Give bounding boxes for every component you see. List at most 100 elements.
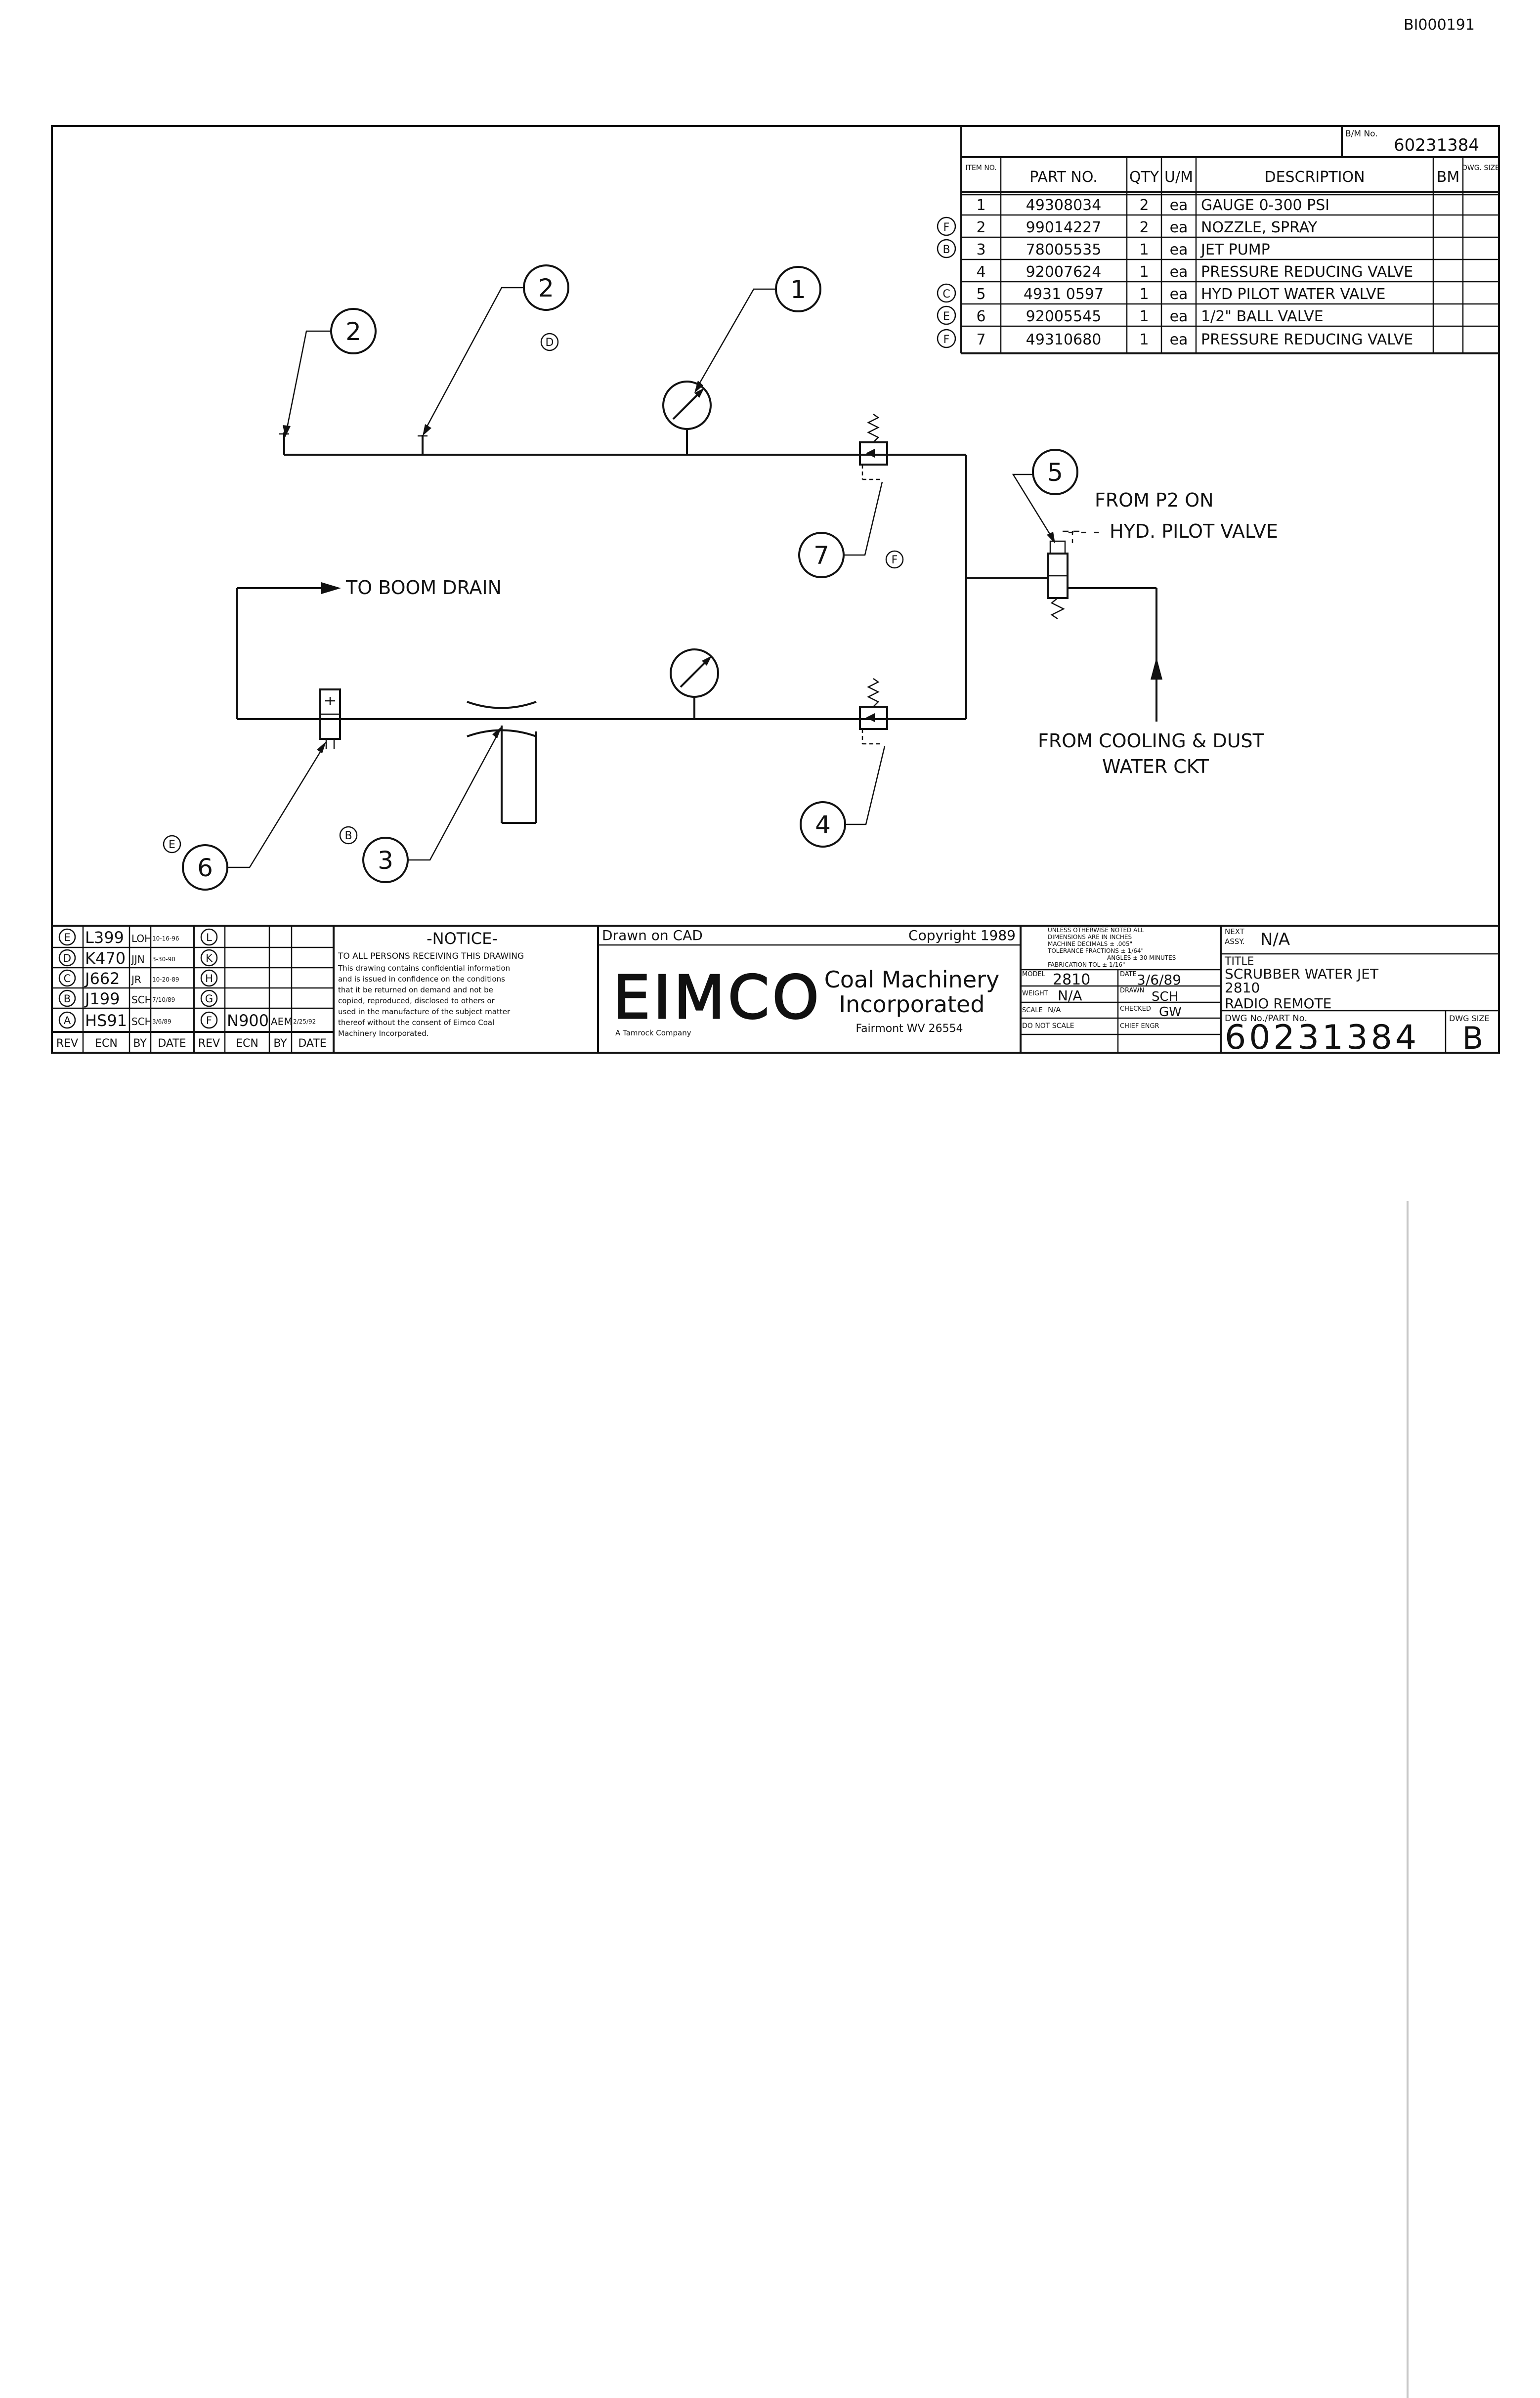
table-row-qty: 1 bbox=[1139, 331, 1149, 348]
header-item-no: ITEM NO. bbox=[965, 164, 996, 172]
company-block: Drawn on CAD Copyright 1989 EIMCO A Tamr… bbox=[598, 926, 1022, 1053]
table-row-desc: JET PUMP bbox=[1200, 241, 1270, 258]
rev-letter: B bbox=[64, 993, 71, 1005]
drawing-border bbox=[51, 125, 1500, 1054]
spray-nozzle-icon bbox=[279, 432, 289, 455]
tolerance-line: FABRICATION TOL ± 1/16" bbox=[1048, 961, 1125, 968]
bom-label: B/M No. bbox=[1345, 129, 1378, 139]
weight-label: WEIGHT bbox=[1022, 990, 1048, 997]
rev-by: SCH bbox=[131, 994, 152, 1006]
checked-value: GW bbox=[1159, 1005, 1182, 1020]
notice-line: and is issued in confidence on the condi… bbox=[338, 975, 505, 984]
dwg-no-label: DWG No./PART No. bbox=[1225, 1013, 1307, 1024]
next-assy-label: NEXT bbox=[1225, 927, 1245, 936]
drawn-value: SCH bbox=[1152, 989, 1178, 1004]
title-block: E L399 LOH 10-16-96 D K470 JJN 3-30-90 C… bbox=[52, 925, 1499, 1057]
weight-value: N/A bbox=[1058, 987, 1082, 1004]
title-area: NEXT ASSY. N/A TITLE SCRUBBER WATER JET … bbox=[1221, 927, 1499, 1057]
rev-date: 3/6/89 bbox=[152, 1018, 171, 1025]
drawn-on-cad: Drawn on CAD bbox=[602, 927, 703, 943]
callout-number: 6 bbox=[197, 854, 213, 882]
table-row-part: 78005535 bbox=[1026, 241, 1102, 258]
header-part-no: PART NO. bbox=[1029, 169, 1098, 186]
table-row-part: 49310680 bbox=[1026, 331, 1102, 348]
table-row-qty: 2 bbox=[1139, 219, 1149, 236]
table-row-um: ea bbox=[1170, 197, 1188, 214]
table-row-um: ea bbox=[1170, 308, 1188, 325]
table-row-item: 7 bbox=[976, 331, 985, 348]
model-label: MODEL bbox=[1022, 971, 1046, 978]
rev-footer: ECN bbox=[236, 1037, 258, 1050]
header-description: DESCRIPTION bbox=[1264, 169, 1365, 186]
rev-marker-letter: F bbox=[943, 334, 950, 346]
rev-footer: BY bbox=[133, 1037, 147, 1050]
notice-line: used in the manufacture of the subject m… bbox=[338, 1007, 511, 1016]
company-location: Fairmont WV 26554 bbox=[856, 1023, 963, 1035]
callouts: 1 2 2 D 7 F 5 4 3 B bbox=[163, 264, 1078, 891]
table-row-item: 1 bbox=[976, 197, 985, 214]
dwg-size-label: DWG SIZE bbox=[1449, 1014, 1490, 1023]
table-row-um: ea bbox=[1170, 219, 1188, 236]
rev-footer: DATE bbox=[158, 1037, 186, 1050]
rev-date: 10-16-96 bbox=[152, 935, 179, 942]
company-tagline: A Tamrock Company bbox=[615, 1028, 691, 1037]
header-um: U/M bbox=[1164, 169, 1193, 186]
callout-number: 3 bbox=[378, 846, 393, 875]
rev-letter: K bbox=[206, 952, 213, 964]
rev-marker bbox=[937, 329, 956, 348]
table-row-desc: PRESSURE REDUCING VALVE bbox=[1201, 263, 1413, 281]
pressure-reducing-valve-bottom bbox=[859, 678, 888, 745]
table-row-qty: 2 bbox=[1139, 197, 1149, 214]
drawn-label: DRAWN bbox=[1120, 987, 1144, 994]
table-row-desc: HYD PILOT WATER VALVE bbox=[1201, 286, 1385, 303]
jet-pump bbox=[467, 701, 537, 824]
pressure-reducing-valve-top bbox=[859, 413, 888, 480]
rev-marker-letter: D bbox=[546, 337, 554, 349]
rev-footer: DATE bbox=[298, 1037, 326, 1050]
header-dwg-size: DWG. SIZE bbox=[1462, 164, 1499, 172]
notice-line: TO ALL PERSONS RECEIVING THIS DRAWING bbox=[338, 951, 524, 961]
table-row-item: 4 bbox=[976, 263, 985, 281]
rev-footer: REV bbox=[56, 1037, 78, 1050]
notice-line: Machinery Incorporated. bbox=[338, 1029, 429, 1038]
rev-marker-letter: F bbox=[943, 221, 950, 234]
copyright: Copyright 1989 bbox=[908, 927, 1016, 943]
rev-letter: E bbox=[64, 932, 70, 943]
table-row-desc: NOZZLE, SPRAY bbox=[1201, 219, 1318, 236]
callout-number: 2 bbox=[345, 317, 361, 346]
rev-marker bbox=[937, 216, 956, 236]
tolerance-line: UNLESS OTHERWISE NOTED ALL bbox=[1048, 927, 1144, 934]
rev-by: LOH bbox=[131, 933, 152, 944]
rev-marker bbox=[937, 239, 956, 258]
confidentiality-notice: -NOTICE- TO ALL PERSONS RECEIVING THIS D… bbox=[338, 926, 599, 1053]
next-assy-label-2: ASSY. bbox=[1225, 937, 1244, 946]
rev-letter: F bbox=[206, 1015, 212, 1027]
rev-by: JR bbox=[130, 974, 141, 985]
hyd-pilot-water-valve bbox=[1047, 540, 1069, 620]
table-row-part: 99014227 bbox=[1026, 219, 1102, 236]
notice-line: This drawing contains confidential infor… bbox=[338, 964, 510, 973]
drawing-title-3: RADIO REMOTE bbox=[1225, 995, 1331, 1012]
pilot-label-2: HYD. PILOT VALVE bbox=[1110, 520, 1278, 542]
callout-bubble bbox=[1032, 449, 1078, 495]
rev-letter: D bbox=[63, 952, 71, 964]
company-name-1: Coal Machinery bbox=[824, 966, 1000, 993]
rev-ecn: J662 bbox=[84, 969, 120, 988]
callout-number: 7 bbox=[813, 541, 829, 570]
chief-engr-label: CHIEF ENGR bbox=[1120, 1023, 1159, 1030]
scale-value: N/A bbox=[1048, 1005, 1061, 1014]
pilot-label-1: FROM P2 ON bbox=[1095, 489, 1214, 511]
table-row-qty: 1 bbox=[1139, 308, 1149, 325]
notice-line: copied, reproduced, disclosed to others … bbox=[338, 996, 495, 1005]
table-row-part: 92007624 bbox=[1026, 263, 1102, 281]
table-row-um: ea bbox=[1170, 286, 1188, 303]
notice-line: thereof without the consent of Eimco Coa… bbox=[338, 1018, 494, 1027]
table-row-desc: 1/2" BALL VALVE bbox=[1201, 308, 1324, 325]
checked-label: CHECKED bbox=[1120, 1005, 1151, 1013]
table-row-um: ea bbox=[1170, 331, 1188, 348]
table-row-desc: PRESSURE REDUCING VALVE bbox=[1201, 331, 1413, 348]
rev-letter: C bbox=[64, 973, 71, 985]
table-row-desc: GAUGE 0-300 PSI bbox=[1201, 197, 1329, 214]
callout-number: 4 bbox=[815, 811, 831, 839]
model-value: 2810 bbox=[1053, 971, 1090, 988]
